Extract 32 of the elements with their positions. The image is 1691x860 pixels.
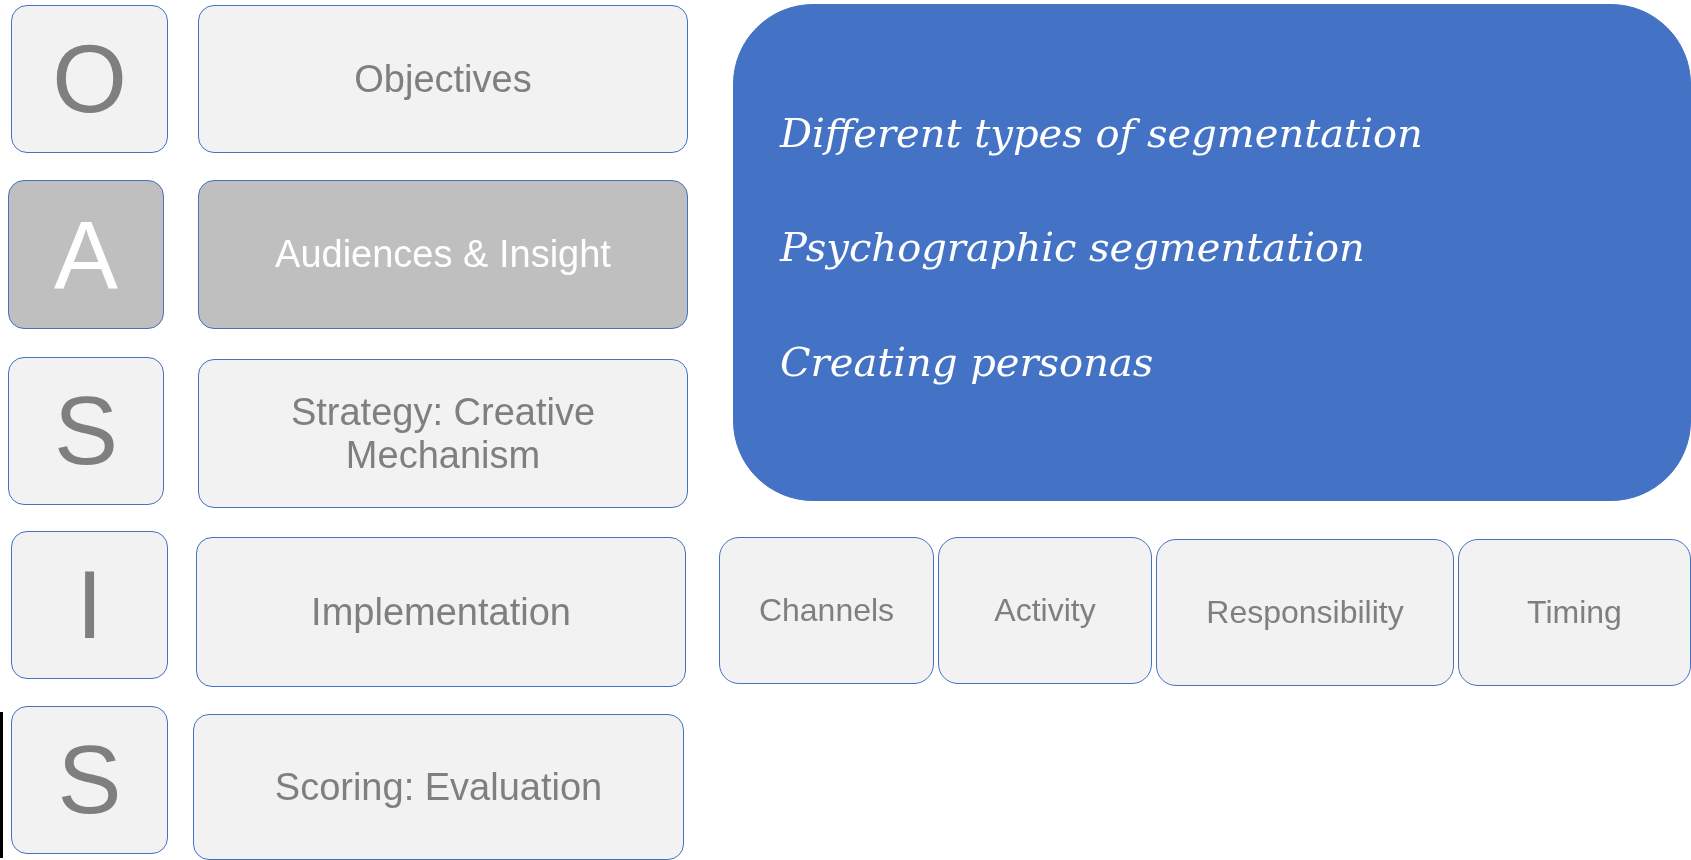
stage-label: Audiences & Insight (275, 233, 611, 276)
sub-label: Activity (994, 592, 1096, 629)
letter-tile (8, 180, 164, 329)
stage-label: Objectives (354, 57, 532, 101)
letter-tile (8, 357, 164, 505)
topic-text: Different types of segmentation (780, 110, 1423, 156)
sub-box (938, 537, 1152, 684)
stage-letter: O (52, 24, 127, 134)
topic-text: Psychographic segmentation (780, 224, 1365, 270)
stage-letter: S (57, 725, 122, 835)
letter-tile (11, 706, 168, 854)
stage-letter: S (54, 376, 118, 486)
stage-box (198, 5, 688, 153)
stage-letter: A (54, 199, 118, 310)
sub-box (1156, 539, 1454, 686)
sub-box (1458, 539, 1691, 686)
stage-box (193, 714, 684, 860)
sub-label: Timing (1527, 594, 1622, 631)
topic-text: Creating personas (780, 339, 1154, 385)
letter-tile (11, 531, 168, 679)
stage-label: Strategy: Creative Mechanism (289, 390, 597, 477)
sub-box (719, 537, 934, 684)
stage-box (196, 537, 686, 687)
topic-panel (733, 4, 1691, 501)
sub-label: Responsibility (1206, 594, 1404, 631)
stage-label: Implementation (311, 590, 571, 634)
stage-box (198, 180, 688, 329)
letter-tile (11, 5, 168, 153)
stage-label: Scoring: Evaluation (273, 765, 604, 809)
stage-letter: I (76, 550, 103, 660)
stage-box (198, 359, 688, 508)
sub-label: Channels (758, 592, 895, 629)
